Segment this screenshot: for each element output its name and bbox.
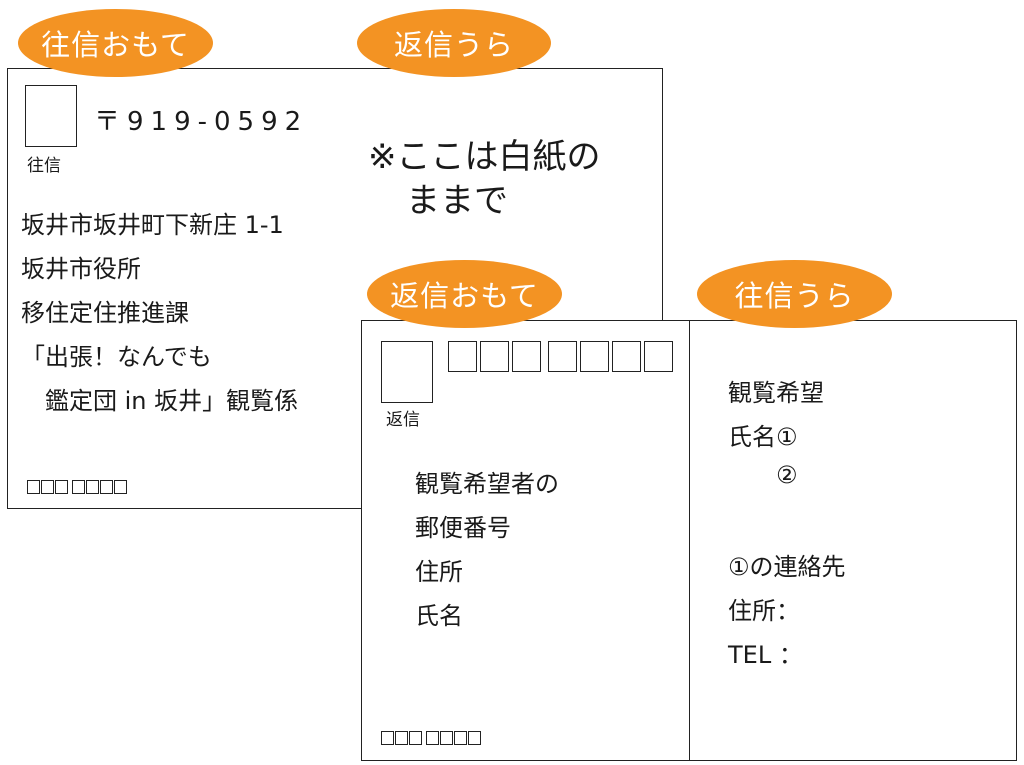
stamp-caption-outgoing: 往信 xyxy=(27,156,61,176)
zip-box xyxy=(86,480,99,494)
label-outgoing-back-text: 往信うら xyxy=(734,279,855,313)
label-outgoing-front-text: 往信おもて xyxy=(41,28,190,62)
zip-box xyxy=(454,731,467,745)
postal-code: 〒919-0592 xyxy=(94,107,309,137)
zip-box xyxy=(41,480,54,494)
outgoing-back-line-1: 観覧希望 xyxy=(728,379,824,407)
label-outgoing-back: 往信うら xyxy=(697,260,892,328)
address-line-5: 鑑定団 in 坂井」観覧係 xyxy=(21,387,299,415)
zip-box xyxy=(100,480,113,494)
outgoing-back-line-6: TEL ： xyxy=(728,641,803,669)
zip-box xyxy=(55,480,68,494)
zip-box xyxy=(426,731,439,745)
zip-box xyxy=(381,731,394,745)
address-line-2: 坂井市役所 xyxy=(21,255,141,283)
reply-zip-boxes xyxy=(448,341,676,372)
zip-box xyxy=(409,731,422,745)
label-outgoing-front: 往信おもて xyxy=(18,9,213,77)
card-divider xyxy=(689,321,690,760)
zip-box xyxy=(395,731,408,745)
zip-box xyxy=(480,341,509,372)
zip-box xyxy=(548,341,577,372)
zip-box xyxy=(114,480,127,494)
zip-box xyxy=(72,480,85,494)
blank-note-line-1: ※ここは白紙の xyxy=(368,137,601,177)
address-line-3: 移住定住推進課 xyxy=(21,299,189,327)
address-line-1: 坂井市坂井町下新庄 1-1 xyxy=(21,211,284,239)
label-reply-back-text: 返信うら xyxy=(393,28,514,62)
outgoing-back-line-2: 氏名① xyxy=(728,423,798,451)
reply-field-line-4: 氏名 xyxy=(415,602,463,630)
outgoing-back-line-4: ①の連絡先 xyxy=(728,553,846,581)
label-reply-front: 返信おもて xyxy=(367,260,562,328)
outgoing-back-line-5: 住所： xyxy=(728,597,800,625)
label-reply-front-text: 返信おもて xyxy=(390,279,539,313)
stamp-box-reply xyxy=(381,341,433,403)
address-line-4: 「出張！なんでも xyxy=(21,343,212,371)
blank-note-line-2: ままで xyxy=(406,181,508,221)
zip-box xyxy=(448,341,477,372)
label-reply-back: 返信うら xyxy=(357,9,551,77)
reply-field-line-2: 郵便番号 xyxy=(415,514,511,542)
reply-field-line-1: 観覧希望者の xyxy=(415,470,559,498)
outgoing-back-line-3: ② xyxy=(776,461,798,489)
zip-box xyxy=(580,341,609,372)
sender-zip-boxes xyxy=(27,480,128,494)
reply-field-line-3: 住所 xyxy=(415,558,463,586)
zip-box xyxy=(440,731,453,745)
stamp-caption-reply: 返信 xyxy=(386,410,420,430)
stamp-box-outgoing xyxy=(25,85,77,147)
zip-box xyxy=(468,731,481,745)
reply-bottom-zip-boxes xyxy=(381,731,482,745)
zip-box xyxy=(512,341,541,372)
zip-box xyxy=(644,341,673,372)
zip-box xyxy=(612,341,641,372)
zip-box xyxy=(27,480,40,494)
reply-postcard: 返信 観覧希望者の 郵便番号 住所 氏名 観覧希望 氏名① ② ①の連絡先 住所… xyxy=(361,320,1017,761)
